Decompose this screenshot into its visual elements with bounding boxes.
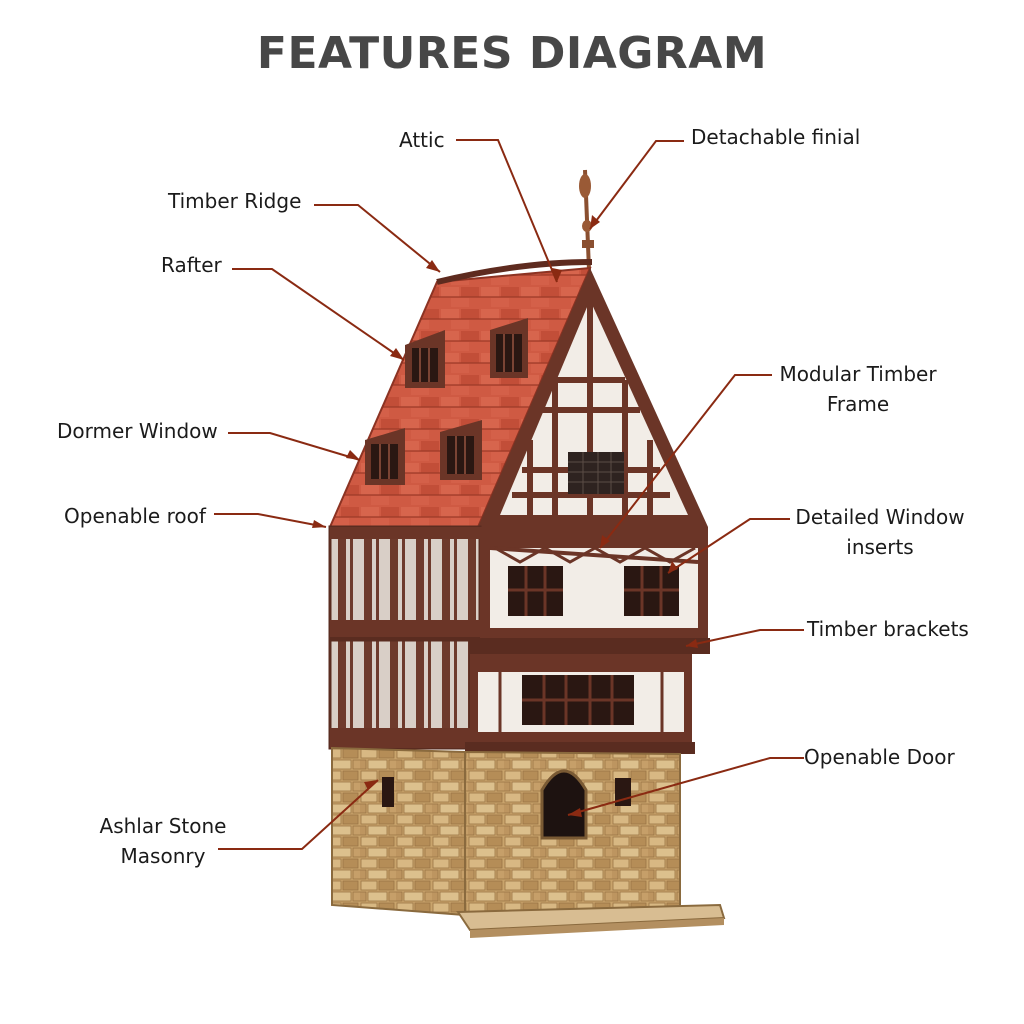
label-rafter: Rafter (161, 253, 222, 277)
stone-base (331, 746, 726, 938)
leader-brackets (685, 629, 804, 647)
leader-masonry (218, 779, 379, 850)
leader-frame (599, 374, 772, 549)
leader-rafter (232, 268, 405, 361)
label-window-inserts: Detailed Window inserts (790, 502, 970, 562)
label-stone-masonry: Ashlar Stone Masonry (90, 811, 236, 871)
leader-lines (214, 139, 804, 850)
leader-window (667, 518, 790, 574)
leader-finial (589, 140, 684, 230)
label-window-inserts-line2: inserts (846, 535, 914, 559)
label-window-inserts-line1: Detailed Window (795, 505, 965, 529)
label-timber-frame: Modular Timber Frame (772, 359, 944, 419)
leader-ridge (314, 204, 441, 273)
door (540, 769, 588, 840)
leader-door (567, 757, 804, 816)
label-stone-masonry-line2: Masonry (120, 844, 206, 868)
leader-arrowheads (312, 215, 698, 817)
finial (579, 169, 594, 271)
leader-dormer (228, 432, 361, 461)
label-attic: Attic (399, 128, 445, 152)
leader-roof (214, 513, 327, 528)
leader-attic (456, 139, 558, 283)
label-timber-brackets: Timber brackets (807, 617, 969, 641)
upper-floor (328, 525, 708, 642)
label-timber-frame-line2: Frame (826, 392, 890, 416)
label-finial: Detachable finial (691, 125, 861, 149)
label-openable-door: Openable Door (804, 745, 955, 769)
gable (478, 268, 708, 527)
label-dormer-window: Dormer Window (57, 419, 218, 443)
dormer-window (365, 318, 528, 485)
label-stone-masonry-line1: Ashlar Stone (99, 814, 227, 838)
roof (328, 259, 593, 528)
label-timber-ridge: Timber Ridge (168, 189, 302, 213)
label-openable-roof: Openable roof (64, 504, 206, 528)
label-timber-frame-line1: Modular Timber (779, 362, 937, 386)
page-title: FEATURES DIAGRAM (256, 28, 768, 79)
